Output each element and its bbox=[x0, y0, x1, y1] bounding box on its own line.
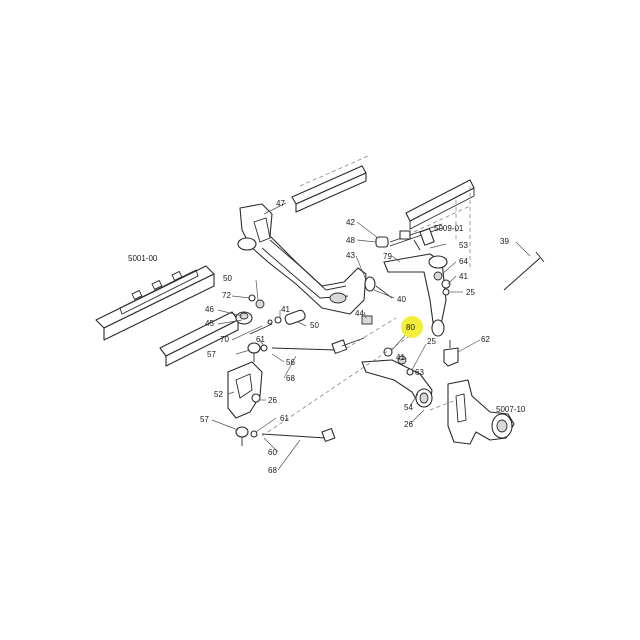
highlight-marker bbox=[401, 316, 423, 338]
callout-52: 52 bbox=[214, 390, 223, 399]
callout-50-left: 50 bbox=[223, 274, 232, 283]
callout-68-upper: 68 bbox=[286, 374, 295, 383]
callout-25-right: 25 bbox=[466, 288, 475, 297]
callout-70: 70 bbox=[220, 335, 229, 344]
callout-41-left: 41 bbox=[281, 305, 290, 314]
callout-80: 80 bbox=[406, 323, 415, 332]
assembly-lines bbox=[261, 205, 471, 437]
frame-rail-upper bbox=[291, 155, 369, 213]
callout-41-lower: 41 bbox=[396, 353, 405, 362]
tie-rod-lower bbox=[235, 426, 336, 446]
callout-47: 47 bbox=[276, 199, 285, 208]
callout-26-left: 26 bbox=[268, 396, 277, 405]
callout-54: 54 bbox=[404, 403, 413, 412]
callout-57-upper: 57 bbox=[207, 350, 216, 359]
callout-42: 42 bbox=[346, 218, 355, 227]
callout-60: 60 bbox=[268, 448, 277, 457]
ball-joint-62 bbox=[443, 340, 459, 367]
callout-43: 43 bbox=[346, 251, 355, 260]
callout-61-lower: 61 bbox=[280, 414, 289, 423]
callout-62: 62 bbox=[481, 335, 490, 344]
callout-44: 44 bbox=[355, 309, 364, 318]
callout-40: 40 bbox=[397, 295, 406, 304]
callout-48: 48 bbox=[346, 236, 355, 245]
callout-68-lower: 68 bbox=[268, 466, 277, 475]
upper-pivot-parts bbox=[361, 223, 443, 325]
steering-arm-right bbox=[383, 228, 448, 337]
leader-lines bbox=[211, 202, 531, 471]
steering-knuckle bbox=[447, 379, 515, 445]
callout-26-right: 26 bbox=[404, 420, 413, 429]
callout-25-mid: 25 bbox=[427, 337, 436, 346]
callout-63: 63 bbox=[415, 368, 424, 377]
lower-arm bbox=[361, 347, 433, 408]
callout-57-lower: 57 bbox=[200, 415, 209, 424]
knuckle-bracket-left bbox=[227, 361, 263, 419]
callout-45: 45 bbox=[205, 319, 214, 328]
frame-rail-right bbox=[405, 179, 475, 270]
front-axle-beam bbox=[237, 203, 367, 315]
callout-41-right: 41 bbox=[459, 272, 468, 281]
callout-39: 39 bbox=[500, 237, 509, 246]
ref-5007-10: 5007-10 bbox=[496, 405, 526, 414]
ref-5001-00: 5001-00 bbox=[128, 254, 158, 263]
callout-61-upper: 61 bbox=[256, 335, 265, 344]
callout-79: 79 bbox=[383, 252, 392, 261]
ball-joint-upper bbox=[247, 342, 261, 362]
long-bolt bbox=[503, 251, 545, 291]
callout-56: 56 bbox=[286, 358, 295, 367]
ref-5009-01: 5009-01 bbox=[434, 224, 464, 233]
nut-washer-group-right bbox=[433, 271, 451, 296]
callout-46: 46 bbox=[205, 305, 214, 314]
frame-rail-left bbox=[95, 265, 215, 341]
callout-64: 64 bbox=[459, 257, 468, 266]
left-pivot-assembly bbox=[235, 294, 306, 335]
callout-72: 72 bbox=[222, 291, 231, 300]
callout-50-mid: 50 bbox=[310, 321, 319, 330]
tie-rod-upper bbox=[260, 337, 365, 354]
callout-53: 53 bbox=[459, 241, 468, 250]
